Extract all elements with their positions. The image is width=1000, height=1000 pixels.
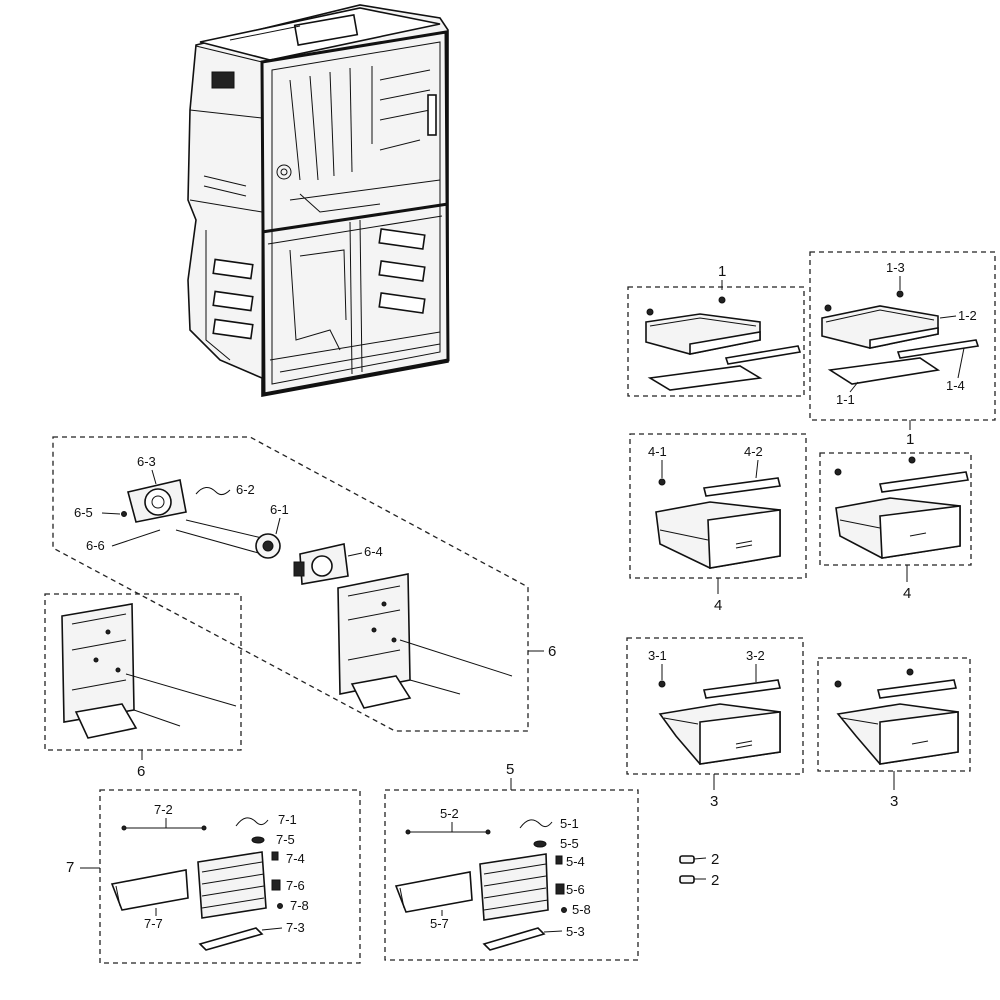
group-3-drawer-right: 3 (817, 657, 971, 810)
callout-7: 7 (66, 859, 74, 876)
callout-6-1: 6-1 (270, 502, 289, 517)
callout-5-4: 5-4 (566, 854, 585, 869)
callout-7-4: 7-4 (286, 851, 305, 866)
callout-6: 6 (548, 643, 556, 660)
callout-4-1: 4-1 (648, 444, 667, 459)
callout-4-bottom: 4 (714, 597, 722, 614)
group-3-drawer-left: 3-1 3-2 3 (626, 637, 804, 810)
callout-6-5: 6-5 (74, 505, 93, 520)
callout-1-3: 1-3 (886, 260, 905, 275)
callout-7-2: 7-2 (154, 802, 173, 817)
callout-5-1: 5-1 (560, 816, 579, 831)
callout-5-3: 5-3 (566, 924, 585, 939)
callout-7-5: 7-5 (276, 832, 295, 847)
callout-7-8: 7-8 (290, 898, 309, 913)
callout-5-5: 5-5 (560, 836, 579, 851)
callout-3-right-bottom: 3 (890, 793, 898, 810)
callout-7-3: 7-3 (286, 920, 305, 935)
callout-3-2: 3-2 (746, 648, 765, 663)
callout-5: 5 (506, 761, 514, 778)
callout-5-2: 5-2 (440, 806, 459, 821)
callout-3-bottom: 3 (710, 793, 718, 810)
callout-6-4: 6-4 (364, 544, 383, 559)
callout-4-2: 4-2 (744, 444, 763, 459)
part-2-clips: 2 2 (679, 851, 719, 889)
callout-1-1: 1-1 (836, 392, 855, 407)
group-7-evaporator-assembly: 7 7-2 7-1 7-5 7-4 7-6 7-8 7-7 (66, 789, 361, 964)
callout-5-8: 5-8 (572, 902, 591, 917)
callout-6-2: 6-2 (236, 482, 255, 497)
callout-6-3: 6-3 (137, 454, 156, 469)
callout-4-right-bottom: 4 (903, 585, 911, 602)
refrigerator-cabinet (187, 4, 450, 397)
callout-1: 1 (718, 263, 726, 280)
group-1-shelf-left: 1 (627, 263, 805, 397)
group-1-shelf-right: 1-3 1-2 1-1 1-4 1 (809, 251, 996, 448)
callout-6-6: 6-6 (86, 538, 105, 553)
group-6-evaporator-cover: 6-3 6-2 6-5 6-1 6-6 6-4 (52, 436, 556, 732)
callout-3-1: 3-1 (648, 648, 667, 663)
callout-5-7: 5-7 (430, 916, 449, 931)
callout-7-7: 7-7 (144, 916, 163, 931)
group-5-evaporator-assembly: 5 5-2 5-1 5-5 5-4 5-6 5-8 5-7 (384, 761, 639, 961)
callout-1-2: 1-2 (958, 308, 977, 323)
callout-5-6: 5-6 (566, 882, 585, 897)
callout-1-bottom: 1 (906, 431, 914, 448)
group-4-drawer-left: 4-1 4-2 4 (629, 433, 807, 614)
callout-6-left-bottom: 6 (137, 763, 145, 780)
group-6-evaporator-cover-left: 6 (44, 593, 242, 780)
callout-7-6: 7-6 (286, 878, 305, 893)
group-4-drawer-right: 4 (819, 452, 972, 602)
callout-1-4: 1-4 (946, 378, 965, 393)
callout-7-1: 7-1 (278, 812, 297, 827)
callout-2-a: 2 (711, 851, 719, 868)
callout-2-b: 2 (711, 872, 719, 889)
